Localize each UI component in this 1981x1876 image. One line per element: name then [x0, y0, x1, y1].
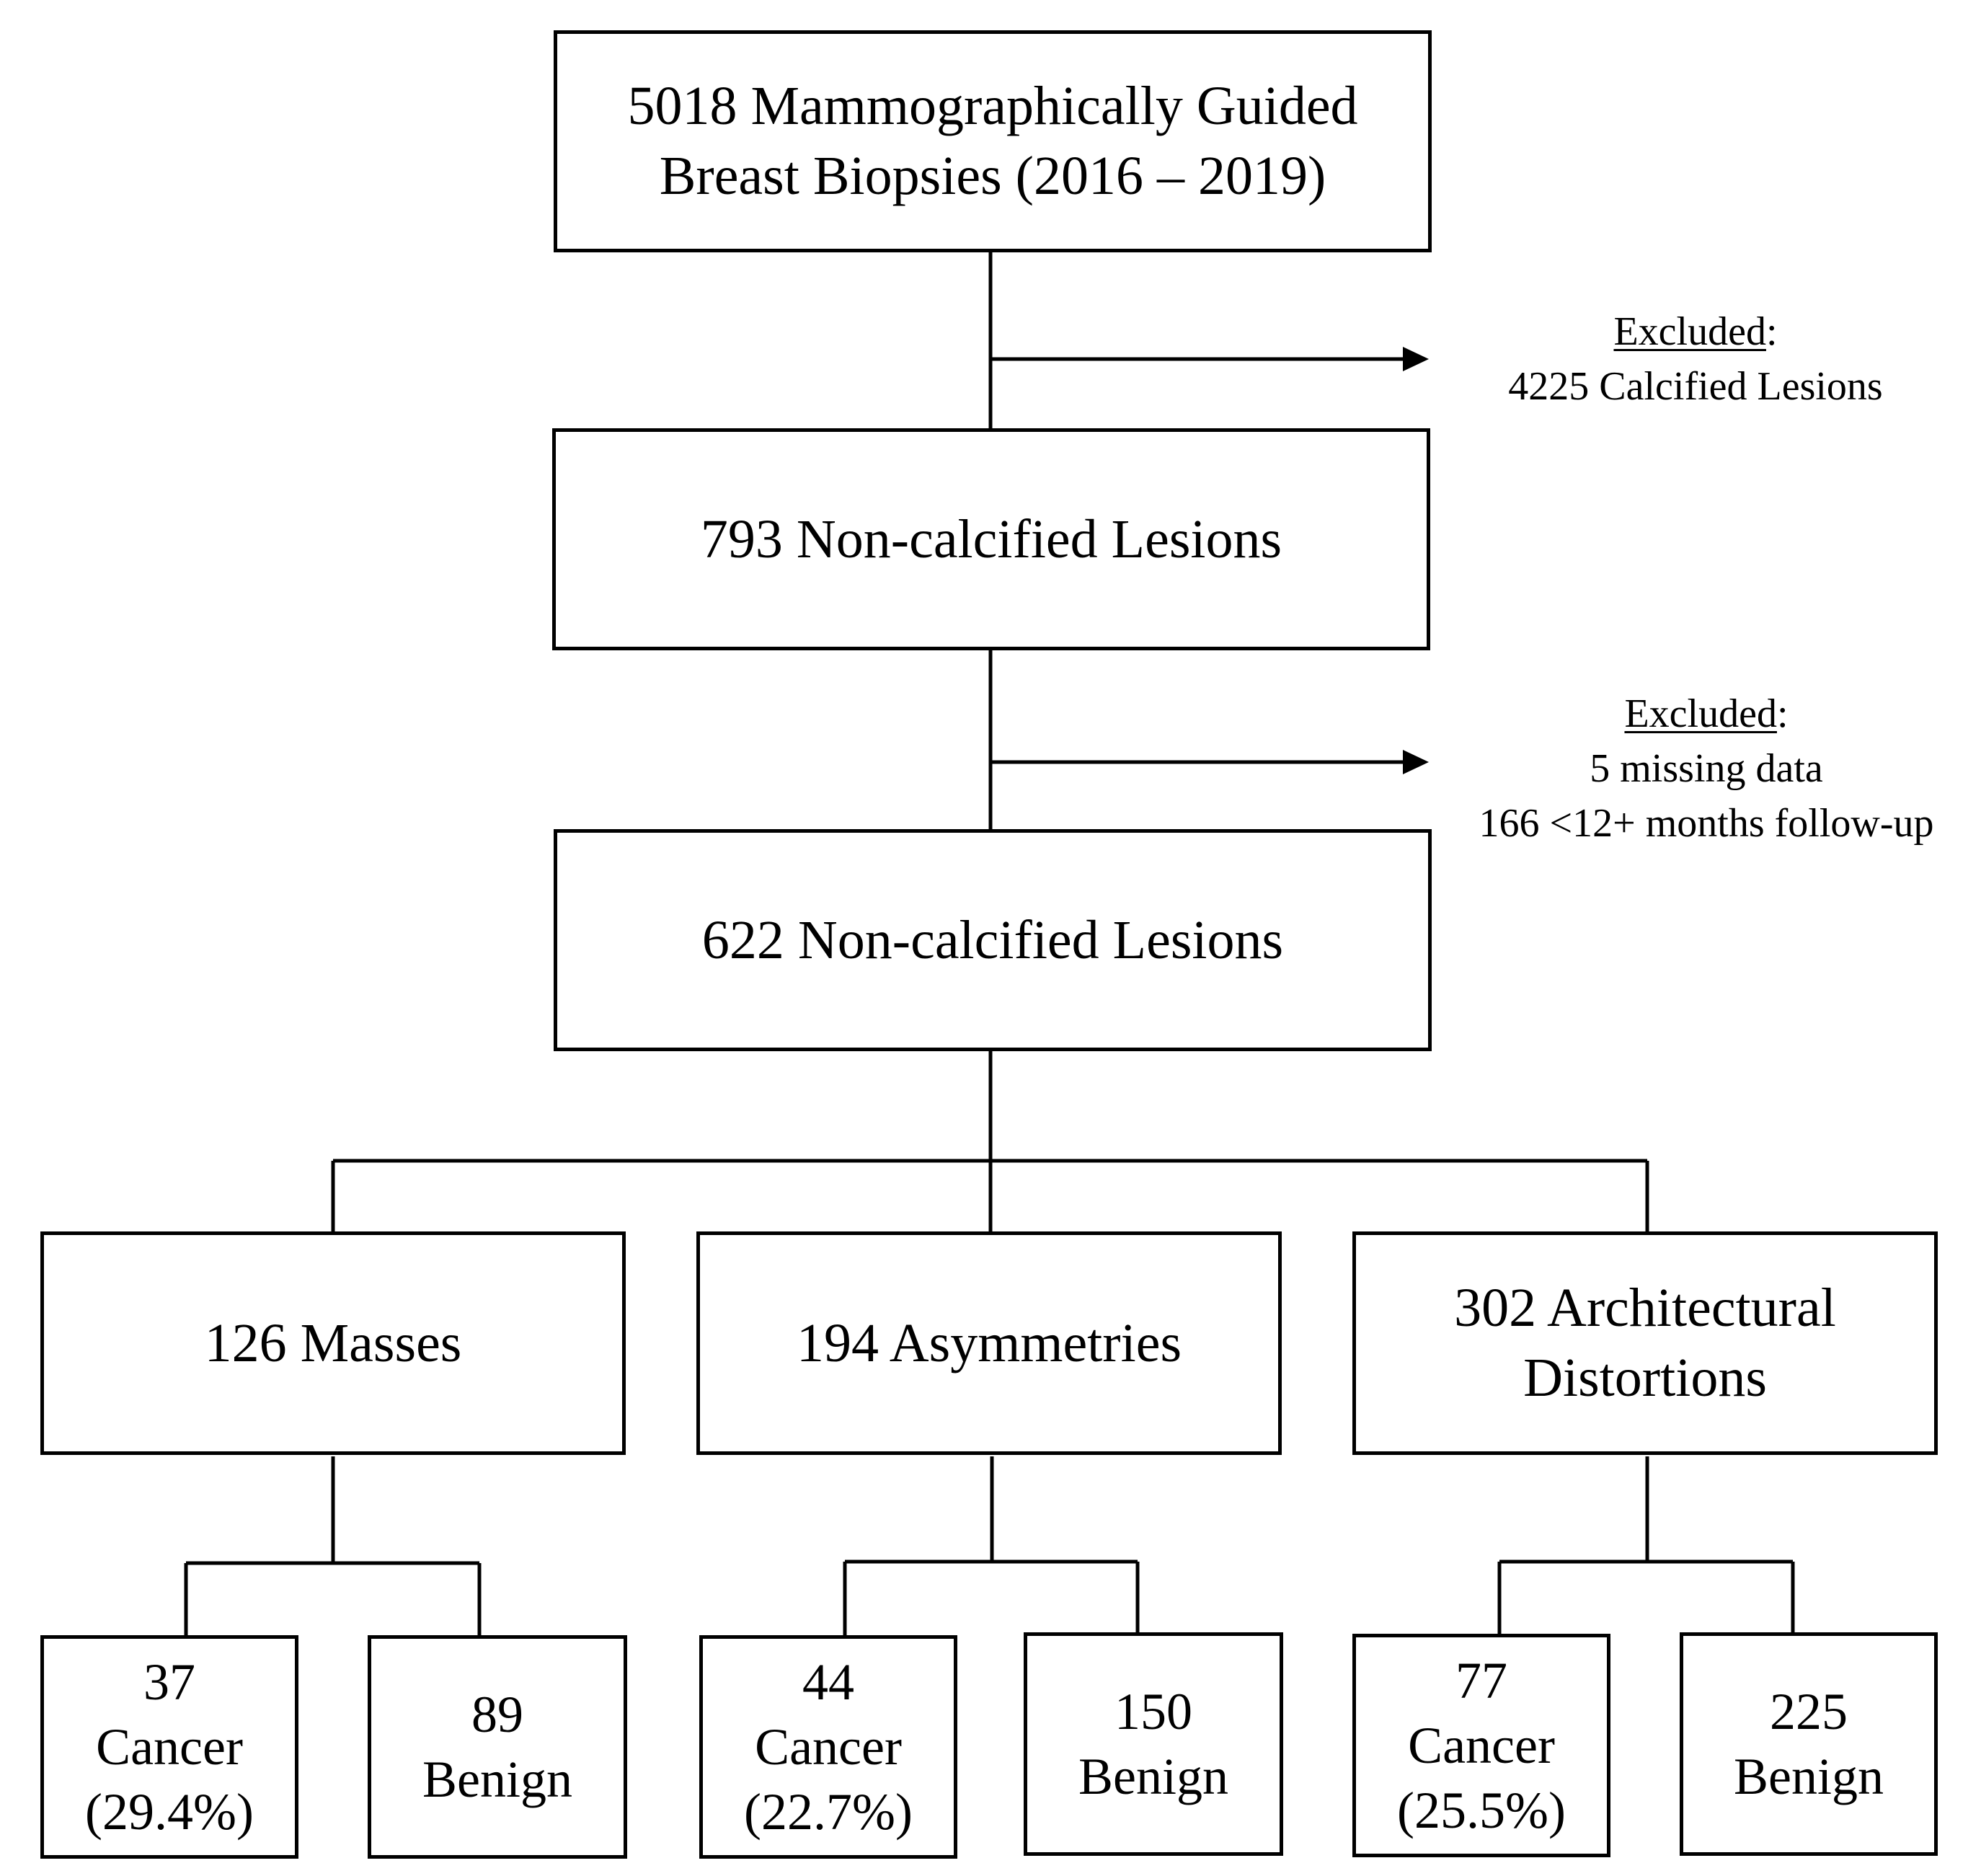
asym-cancer-box: 44 Cancer (22.7%) — [699, 1635, 957, 1859]
masses-box: 126 Masses — [40, 1231, 626, 1455]
exclusion-2-item-1: 5 missing data — [1590, 746, 1823, 792]
masses-benign-box: 89 Benign — [368, 1635, 627, 1859]
masses-cancer-label: Cancer — [96, 1718, 243, 1776]
distortions-box: 302 Architectural Distortions — [1352, 1231, 1938, 1455]
arrowhead-exclusion-1 — [1403, 347, 1429, 371]
masses-benign-count: 89 — [471, 1686, 523, 1743]
asym-benign-label: Benign — [1078, 1748, 1228, 1805]
dist-cancer-pct: (25.5%) — [1397, 1782, 1566, 1839]
exclusion-note-2: Excluded: 5 missing data 166 <12+ months… — [1458, 686, 1955, 851]
exclusion-2-item-2: 166 <12+ months follow-up — [1479, 801, 1934, 846]
dist-benign-count: 225 — [1770, 1683, 1848, 1740]
masses-cancer-count: 37 — [143, 1653, 195, 1711]
exclusion-1-item: 4225 Calcified Lesions — [1508, 364, 1883, 410]
asym-benign-box: 150 Benign — [1024, 1632, 1283, 1856]
asym-cancer-label: Cancer — [755, 1718, 902, 1776]
asymmetries-box: 194 Asymmetries — [696, 1231, 1282, 1455]
arrowhead-exclusion-2 — [1403, 750, 1429, 774]
total-line-2: Breast Biopsies (2016 – 2019) — [659, 146, 1326, 206]
distortions-line-2: Distortions — [1523, 1348, 1767, 1408]
dist-cancer-box: 77 Cancer (25.5%) — [1352, 1634, 1610, 1857]
masses-cancer-box: 37 Cancer (29.4%) — [40, 1635, 298, 1859]
noncalcified-793-label: 793 Non-calcified Lesions — [700, 508, 1282, 570]
asymmetries-label: 194 Asymmetries — [796, 1312, 1182, 1373]
masses-cancer-pct: (29.4%) — [85, 1783, 254, 1841]
distortions-line-1: 302 Architectural — [1454, 1278, 1836, 1339]
noncalcified-793-box: 793 Non-calcified Lesions — [552, 428, 1430, 650]
exclusion-2-heading: Excluded — [1624, 691, 1777, 736]
asym-cancer-count: 44 — [802, 1653, 854, 1711]
exclusion-1-heading: Excluded — [1613, 309, 1766, 354]
total-line-1: 5018 Mammographically Guided — [627, 76, 1358, 137]
dist-cancer-count: 77 — [1455, 1652, 1507, 1709]
total-biopsies-box: 5018 Mammographically Guided Breast Biop… — [554, 30, 1432, 252]
dist-benign-box: 225 Benign — [1680, 1632, 1938, 1856]
masses-benign-label: Benign — [422, 1751, 572, 1808]
noncalcified-622-box: 622 Non-calcified Lesions — [554, 829, 1432, 1051]
masses-label: 126 Masses — [204, 1312, 462, 1373]
noncalcified-622-label: 622 Non-calcified Lesions — [701, 909, 1284, 970]
dist-benign-label: Benign — [1734, 1748, 1884, 1805]
asym-benign-count: 150 — [1114, 1683, 1192, 1740]
dist-cancer-label: Cancer — [1408, 1717, 1555, 1774]
asym-cancer-pct: (22.7%) — [744, 1783, 913, 1841]
exclusion-note-1: Excluded: 4225 Calcified Lesions — [1486, 304, 1905, 414]
